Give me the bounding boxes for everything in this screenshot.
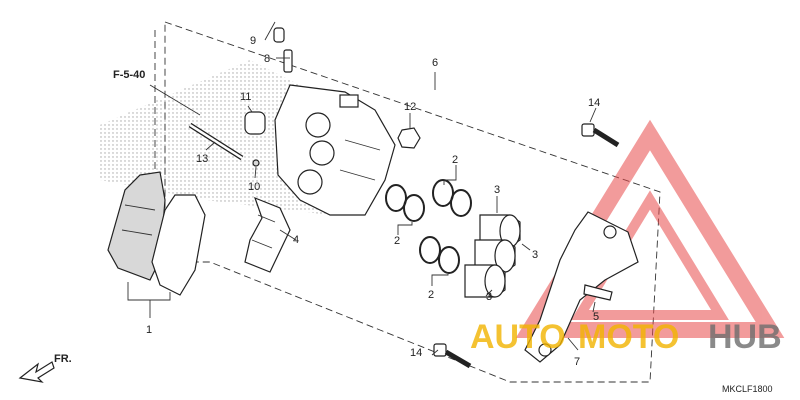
callout-3-middle: 3 bbox=[532, 249, 538, 261]
callout-13: 13 bbox=[196, 153, 208, 165]
leader-lines bbox=[127, 21, 597, 356]
brake-pad-right bbox=[151, 194, 206, 296]
direction-indicator: FR. bbox=[18, 353, 72, 383]
bolt-upper bbox=[581, 123, 620, 148]
watermark-part-1: AUTO bbox=[470, 318, 566, 356]
boot bbox=[244, 111, 266, 135]
callout-9: 9 bbox=[250, 35, 256, 47]
callout-5: 5 bbox=[593, 311, 599, 323]
piston-seals bbox=[385, 179, 472, 274]
watermark-part-2: MOTO bbox=[578, 318, 679, 356]
drawing-code: MKCLF1800 bbox=[722, 384, 773, 394]
callout-14-upper: 14 bbox=[588, 97, 600, 109]
pad-spring bbox=[244, 196, 291, 273]
watermark-text: AUTO MOTO HUB bbox=[470, 318, 782, 356]
brake-pad-left bbox=[107, 171, 166, 281]
callout-12: 12 bbox=[404, 101, 416, 113]
callout-6: 6 bbox=[432, 57, 438, 69]
pin-bolt bbox=[188, 122, 244, 161]
callout-3-upper: 3 bbox=[494, 184, 500, 196]
callout-14-lower: 14 bbox=[410, 347, 422, 359]
caliper-bracket bbox=[524, 211, 639, 363]
pad-retainer bbox=[583, 284, 613, 301]
o-ring-small bbox=[252, 159, 260, 167]
callout-2-lower: 2 bbox=[428, 289, 434, 301]
callout-1: 1 bbox=[146, 324, 152, 336]
caliper-body bbox=[274, 84, 396, 216]
callout-10: 10 bbox=[248, 181, 260, 193]
pistons bbox=[464, 214, 521, 298]
bolt-lower bbox=[433, 343, 472, 369]
reference-label: F-5-40 bbox=[113, 69, 145, 81]
direction-label: FR. bbox=[54, 353, 72, 365]
watermark-part-3: HUB bbox=[708, 318, 782, 356]
callout-2-middle: 2 bbox=[394, 235, 400, 247]
callout-4: 4 bbox=[293, 234, 299, 246]
callout-11: 11 bbox=[240, 91, 251, 103]
callout-7: 7 bbox=[574, 356, 580, 368]
callout-2-upper: 2 bbox=[452, 154, 458, 166]
callout-3-lower: 3 bbox=[486, 291, 492, 303]
bleeder-screw bbox=[283, 49, 293, 73]
callout-8: 8 bbox=[264, 53, 270, 65]
nut bbox=[397, 127, 421, 149]
bleeder-cap bbox=[273, 27, 285, 43]
